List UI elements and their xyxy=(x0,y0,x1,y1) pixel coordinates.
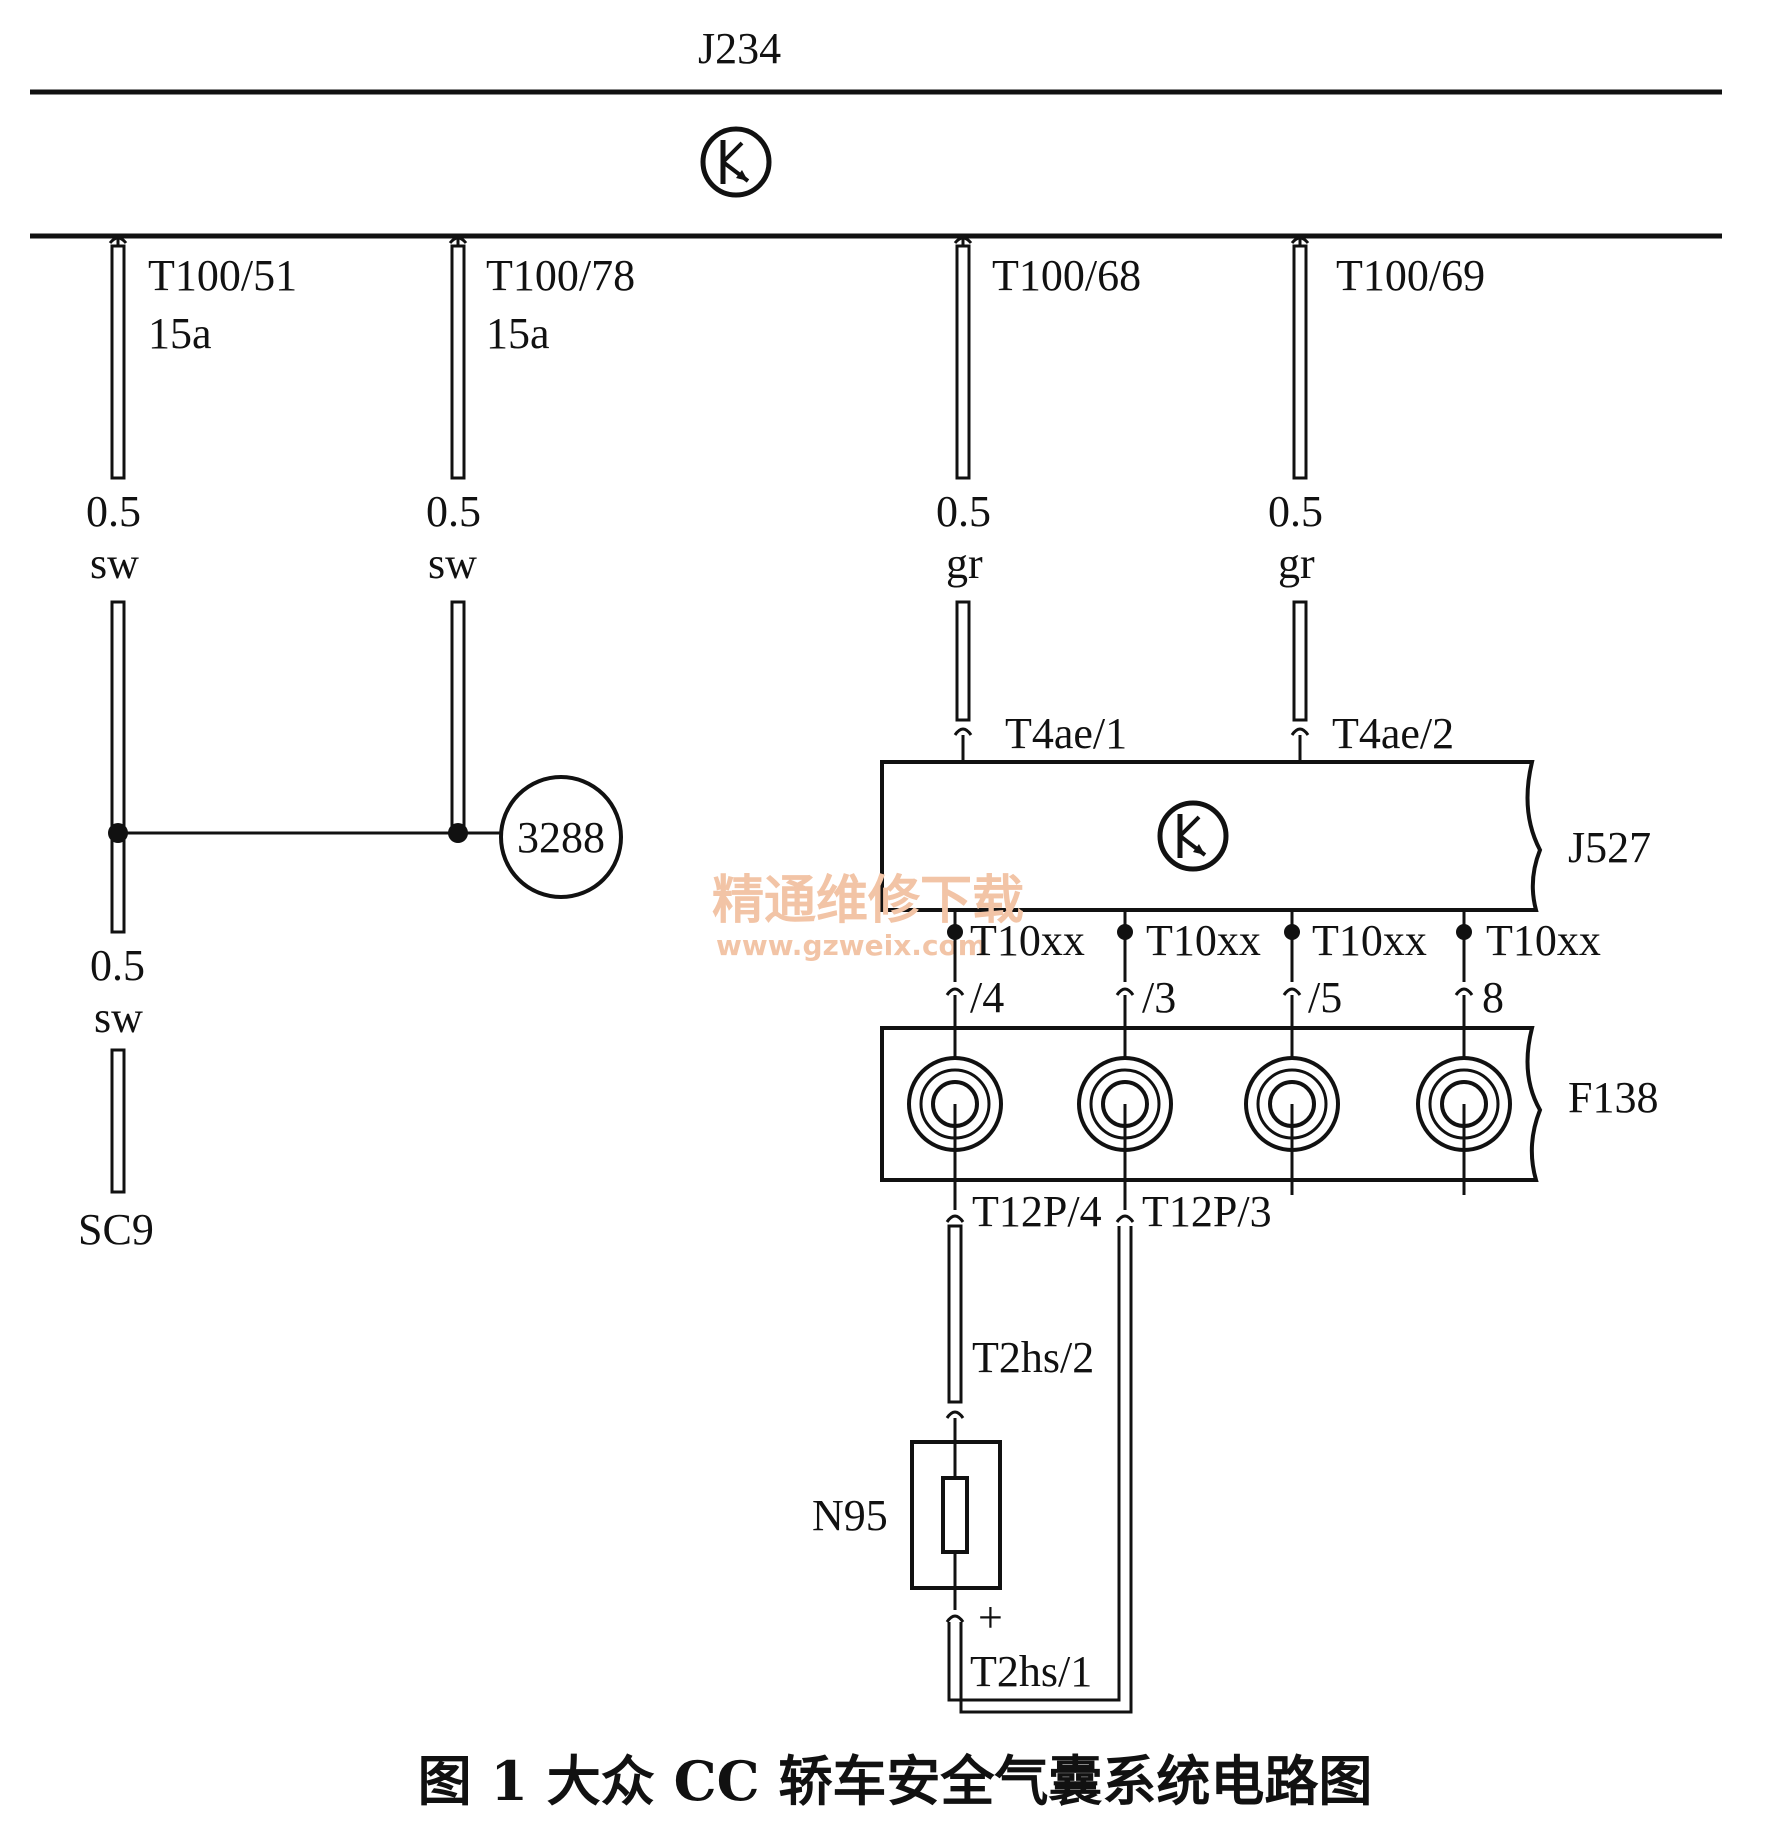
conn-t4ae-2-label: T4ae/2 xyxy=(1332,709,1454,758)
conn-t10xx-label-3: T10xx xyxy=(1312,916,1427,965)
conn-t100-78-label: T100/78 xyxy=(486,251,635,300)
conn-t12p-3-symbol xyxy=(1115,1214,1135,1223)
n95-igniter-icon xyxy=(941,1476,969,1554)
figure-caption: 图 1 大众 CC 轿车安全气囊系统电路图 xyxy=(418,1749,1373,1813)
conn-t100-68-label: T100/68 xyxy=(992,251,1141,300)
pin-3-label: /3 xyxy=(1142,973,1176,1022)
pin-5-label: /5 xyxy=(1308,973,1342,1022)
conn-t2hs-1-label: T2hs/1 xyxy=(970,1647,1092,1696)
wire-t100-68 xyxy=(953,236,973,762)
conn-t100-51-label: T100/51 xyxy=(148,251,297,300)
wire-color-label-4: gr xyxy=(1278,539,1315,588)
coil-spring-icon-4 xyxy=(1416,1028,1512,1195)
conn-t10xx-pin8 xyxy=(1454,910,1474,1028)
wire-size-label-2: 0.5 xyxy=(426,487,481,536)
conn-t10xx-label-2: T10xx xyxy=(1146,916,1261,965)
watermark-url: www.gzweix.com xyxy=(716,929,987,962)
j527-module-box xyxy=(880,760,1543,912)
fuse-15a-label-2: 15a xyxy=(486,309,550,358)
conn-t10xx-pin4 xyxy=(945,910,965,1028)
plus-sign-label: + xyxy=(978,1593,1003,1642)
sc9-label: SC9 xyxy=(78,1205,154,1254)
conn-t12p-3-label: T12P/3 xyxy=(1142,1187,1272,1236)
f138-label: F138 xyxy=(1568,1073,1658,1122)
ref-3288-circle xyxy=(499,775,623,899)
j527-label: J527 xyxy=(1568,823,1651,872)
wire-size-label-4: 0.5 xyxy=(1268,487,1323,536)
wire-t12p-3-return xyxy=(947,1226,1133,1714)
wire-size-label-3: 0.5 xyxy=(936,487,991,536)
junction-dot-1 xyxy=(108,823,128,843)
wire-size-label-1: 0.5 xyxy=(86,487,141,536)
f138-module-box xyxy=(880,1026,1543,1182)
j527-electronic-icon xyxy=(1157,800,1229,872)
conn-t10xx-pin3 xyxy=(1115,910,1135,1028)
conn-t12p-4-symbol xyxy=(945,1214,965,1223)
conn-t12p-4-label: T12P/4 xyxy=(972,1187,1102,1236)
pin-4-label: /4 xyxy=(970,973,1004,1022)
wire-t100-69 xyxy=(1290,236,1310,762)
watermark-text: 精通维修下载 xyxy=(712,871,1024,931)
coil-spring-icon-3 xyxy=(1244,1028,1340,1195)
wire-t12p-4-to-n95 xyxy=(945,1224,965,1442)
coil-spring-icon-2 xyxy=(1077,1028,1173,1210)
conn-t10xx-label-1: T10xx xyxy=(970,916,1085,965)
wire-t100-51 xyxy=(108,236,128,1194)
wire-color-label-3: gr xyxy=(946,539,983,588)
wire-color-label-2: sw xyxy=(428,539,477,588)
conn-t10xx-pin5 xyxy=(1282,910,1302,1028)
pin-8-label: 8 xyxy=(1482,973,1504,1022)
j234-electronic-icon xyxy=(700,126,772,198)
conn-t2hs-1-symbol xyxy=(945,1614,965,1623)
j234-label: J234 xyxy=(698,24,781,73)
conn-t10xx-label-4: T10xx xyxy=(1486,916,1601,965)
conn-t100-69-label: T100/69 xyxy=(1336,251,1485,300)
fuse-15a-label-1: 15a xyxy=(148,309,212,358)
conn-t4ae-1-label: T4ae/1 xyxy=(1005,709,1127,758)
ref-3288-label: 3288 xyxy=(517,813,605,862)
wire-color-label-5: sw xyxy=(94,993,143,1042)
conn-t2hs-2-label: T2hs/2 xyxy=(972,1333,1094,1382)
wire-color-label-1: sw xyxy=(90,539,139,588)
junction-dot-2 xyxy=(448,823,468,843)
coil-spring-icon-1 xyxy=(907,1028,1003,1210)
wire-size-label-5: 0.5 xyxy=(90,941,145,990)
n95-label: N95 xyxy=(812,1491,888,1540)
